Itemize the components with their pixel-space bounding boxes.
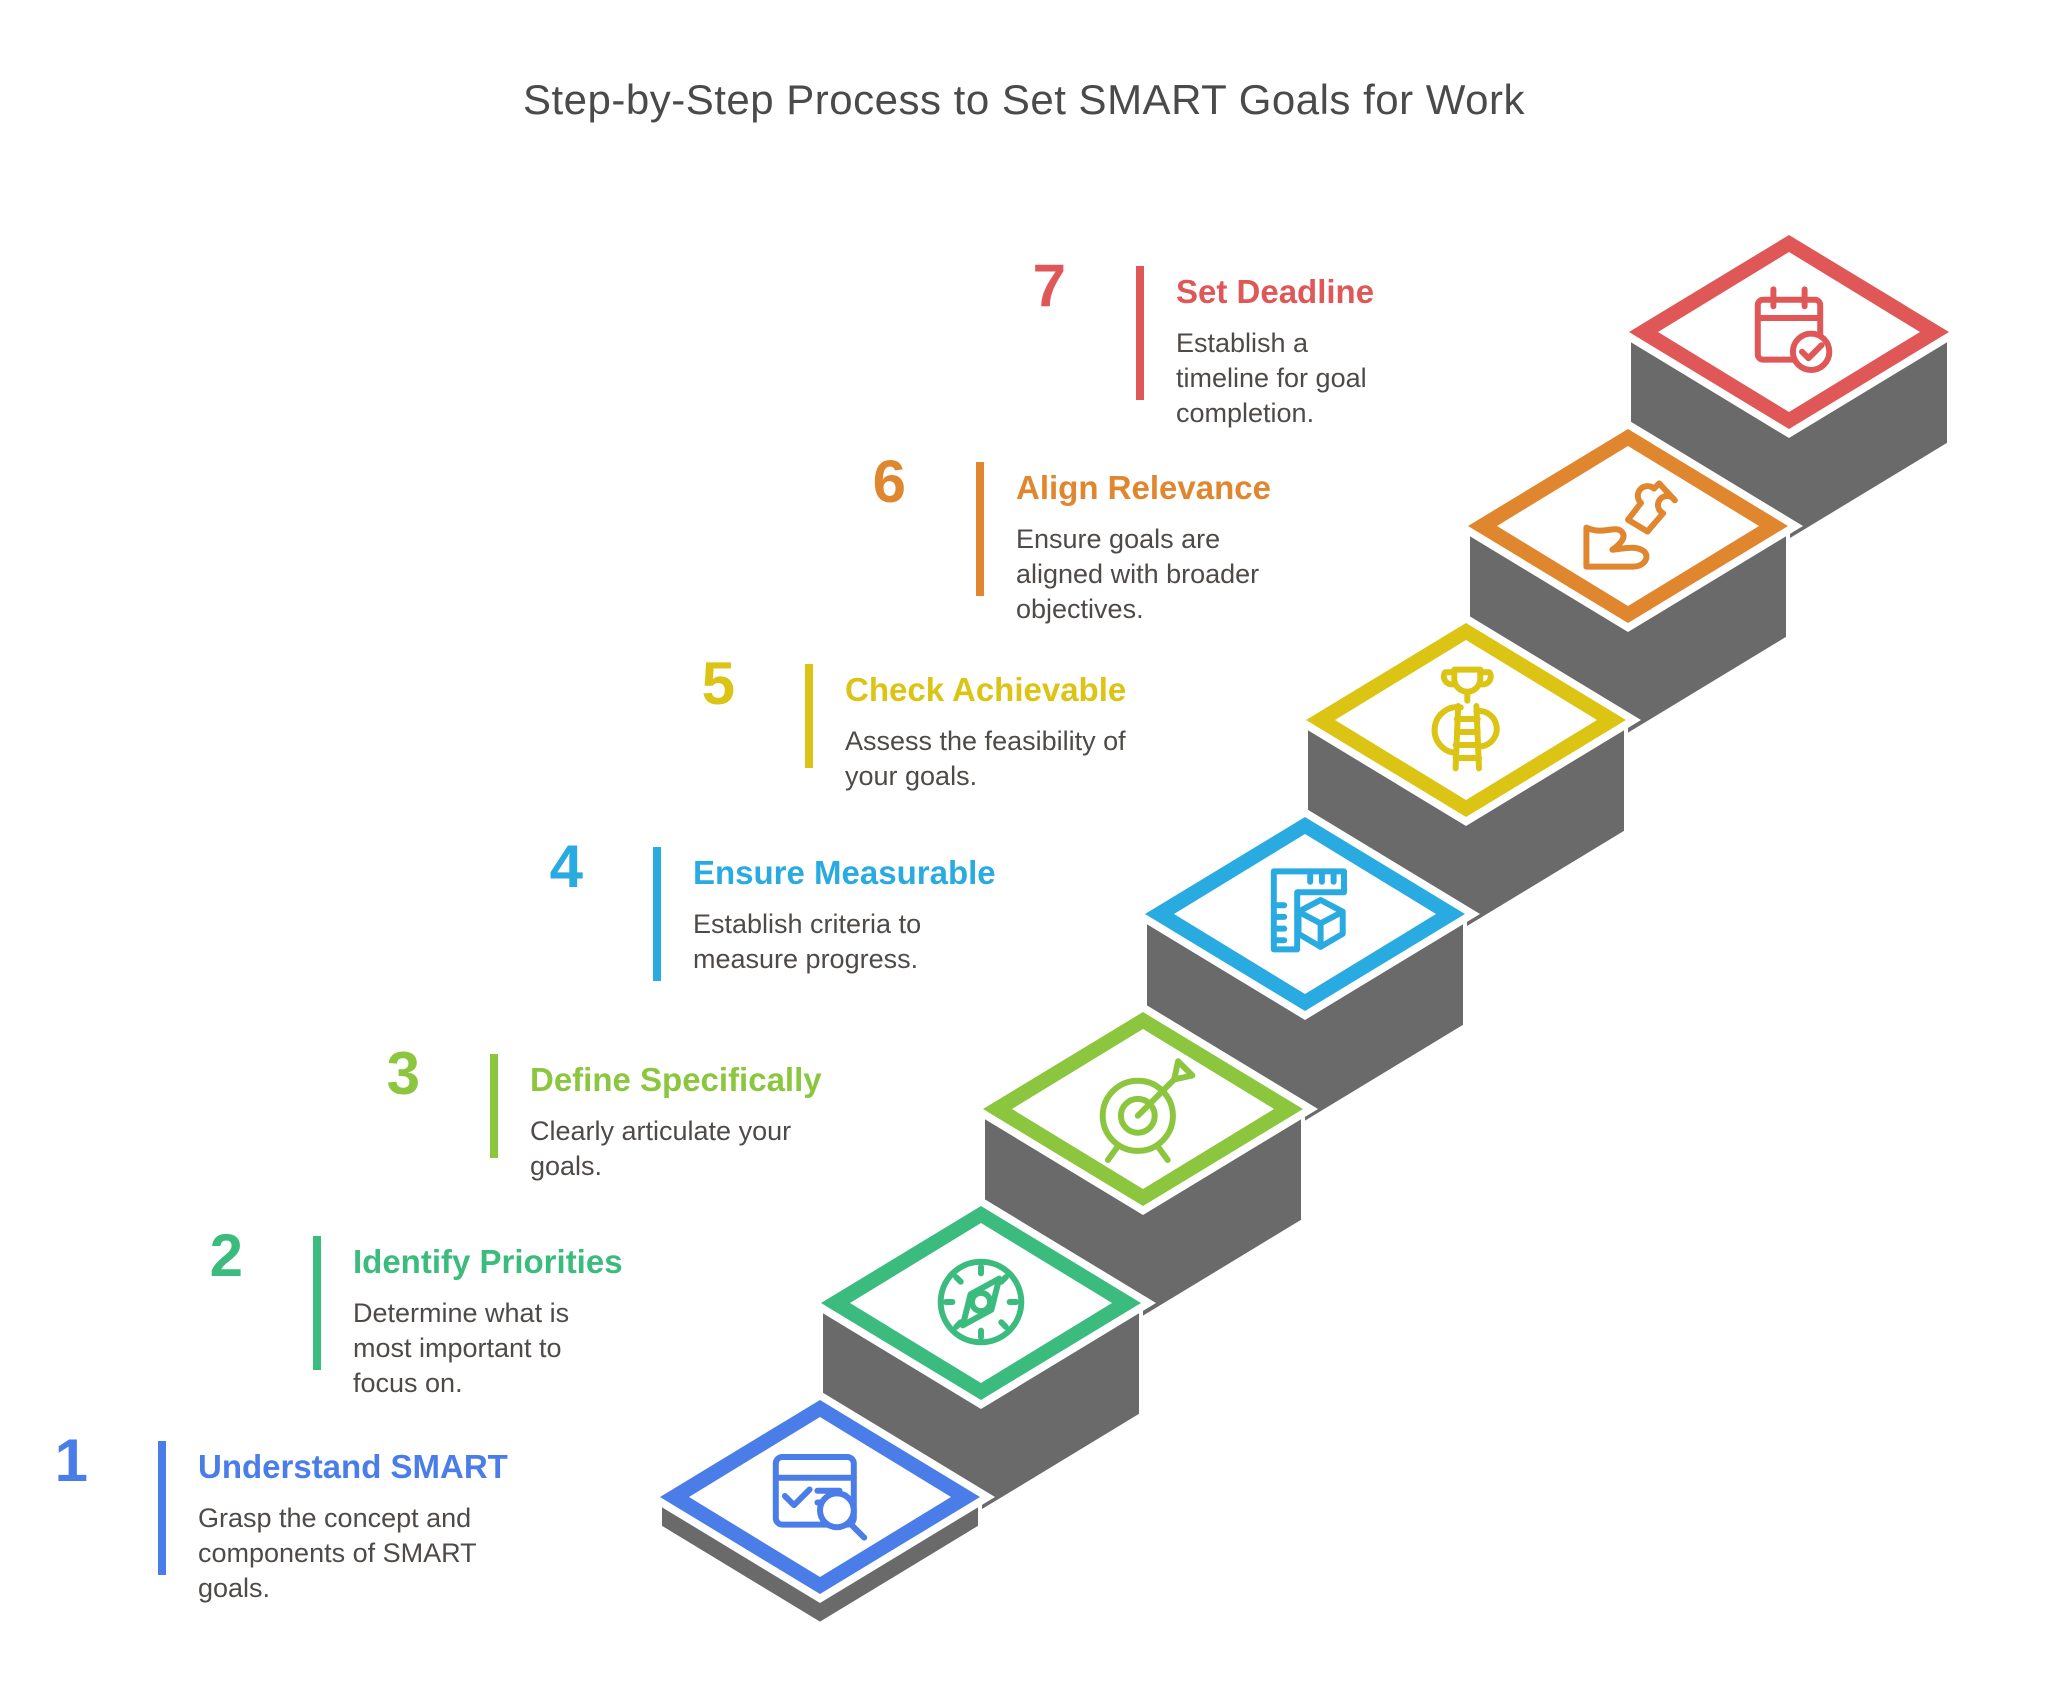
compass-icon (937, 1258, 1025, 1346)
step-text-block: Understand SMART Grasp the concept and co… (198, 1448, 508, 1606)
calendar-check-icon (1754, 286, 1833, 373)
step-accent-bar (805, 664, 813, 768)
step-accent-bar (490, 1054, 498, 1158)
step-description: Determine what is most important to focu… (353, 1298, 570, 1399)
step-number: 6 (872, 448, 906, 515)
step-title: Align Relevance (1016, 469, 1271, 506)
step-description: Establish a timeline for goal completion… (1176, 328, 1367, 429)
step-number: 1 (54, 1427, 88, 1494)
step-accent-bar (1136, 266, 1144, 400)
step-title: Ensure Measurable (693, 854, 996, 891)
step-1-block (645, 1391, 995, 1626)
step-5-block (1291, 614, 1641, 931)
step-number: 3 (386, 1040, 420, 1107)
step-6-diamond-face (1497, 446, 1759, 606)
step-description: Ensure goals are aligned with broader ob… (1016, 524, 1260, 625)
step-6-block (1453, 420, 1803, 737)
ruler-cube-icon (1270, 868, 1347, 953)
step-title: Check Achievable (845, 671, 1127, 708)
step-accent-bar (976, 462, 984, 596)
step-description: Assess the feasibility of your goals. (845, 726, 1126, 792)
hand-puzzle-icon (1583, 480, 1678, 570)
step-number: 5 (701, 650, 735, 717)
ladder-trophy-icon (1431, 666, 1500, 772)
step-number: 2 (209, 1222, 243, 1289)
step-3-block (968, 1003, 1318, 1320)
step-number: 7 (1032, 252, 1066, 319)
step-title: Define Specifically (530, 1061, 822, 1098)
step-accent-bar (653, 847, 661, 981)
step-title: Set Deadline (1176, 273, 1375, 310)
step-description: Establish criteria to measure progress. (693, 909, 922, 975)
window-search-icon (772, 1454, 868, 1541)
step-description: Grasp the concept and components of SMAR… (198, 1503, 477, 1604)
step-title: Identify Priorities (353, 1243, 623, 1280)
step-description: Clearly articulate your goals. (530, 1116, 792, 1182)
step-title: Understand SMART (198, 1448, 508, 1485)
step-1-diamond-face (689, 1417, 951, 1577)
step-accent-bar (158, 1441, 166, 1575)
step-number: 4 (549, 833, 583, 900)
page-title: Step-by-Step Process to Set SMART Goals … (522, 76, 1526, 123)
step-7-diamond-face (1658, 252, 1920, 412)
target-icon (1099, 1058, 1196, 1163)
step-accent-bar (313, 1236, 321, 1370)
